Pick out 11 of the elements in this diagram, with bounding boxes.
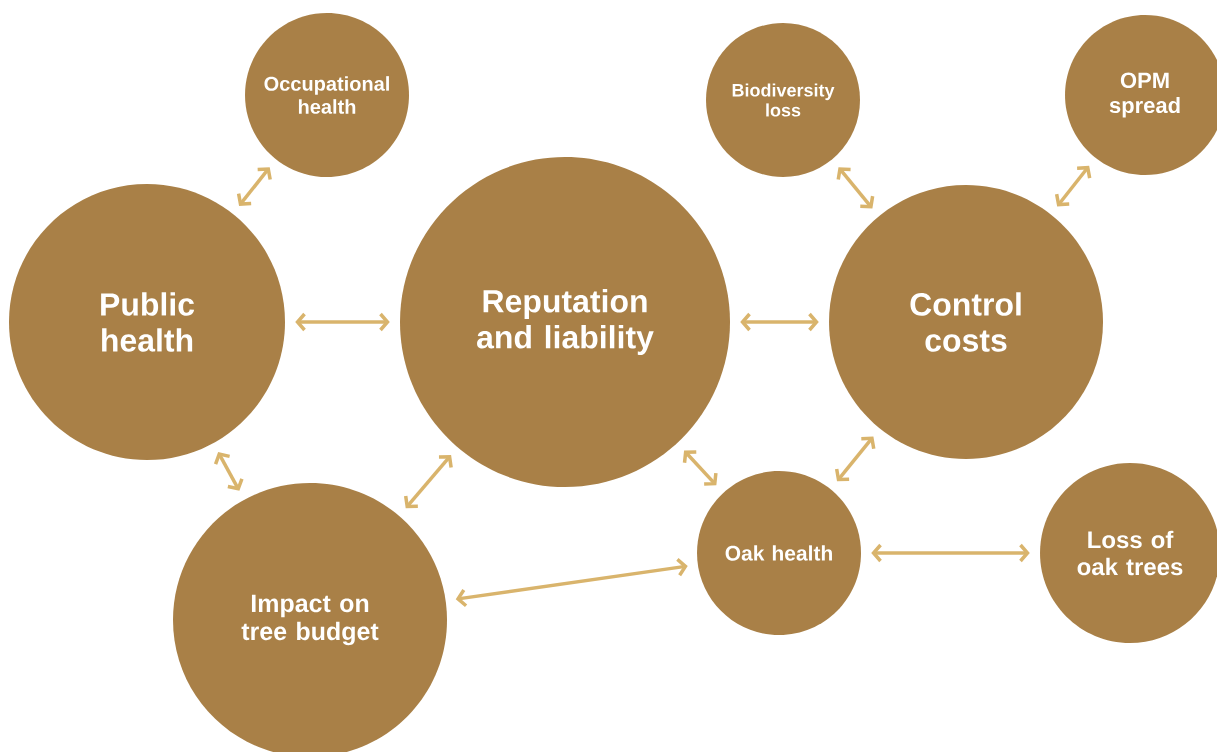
double-arrow <box>236 167 272 206</box>
double-arrow <box>871 543 1030 563</box>
double-arrow <box>1054 165 1092 207</box>
double-arrow <box>740 312 819 332</box>
double-arrow <box>836 167 875 209</box>
double-arrow <box>213 452 244 491</box>
double-arrow <box>834 436 876 482</box>
double-arrow <box>682 450 718 486</box>
double-arrow <box>455 558 688 608</box>
double-arrow <box>295 312 390 332</box>
double-arrow <box>403 455 453 509</box>
